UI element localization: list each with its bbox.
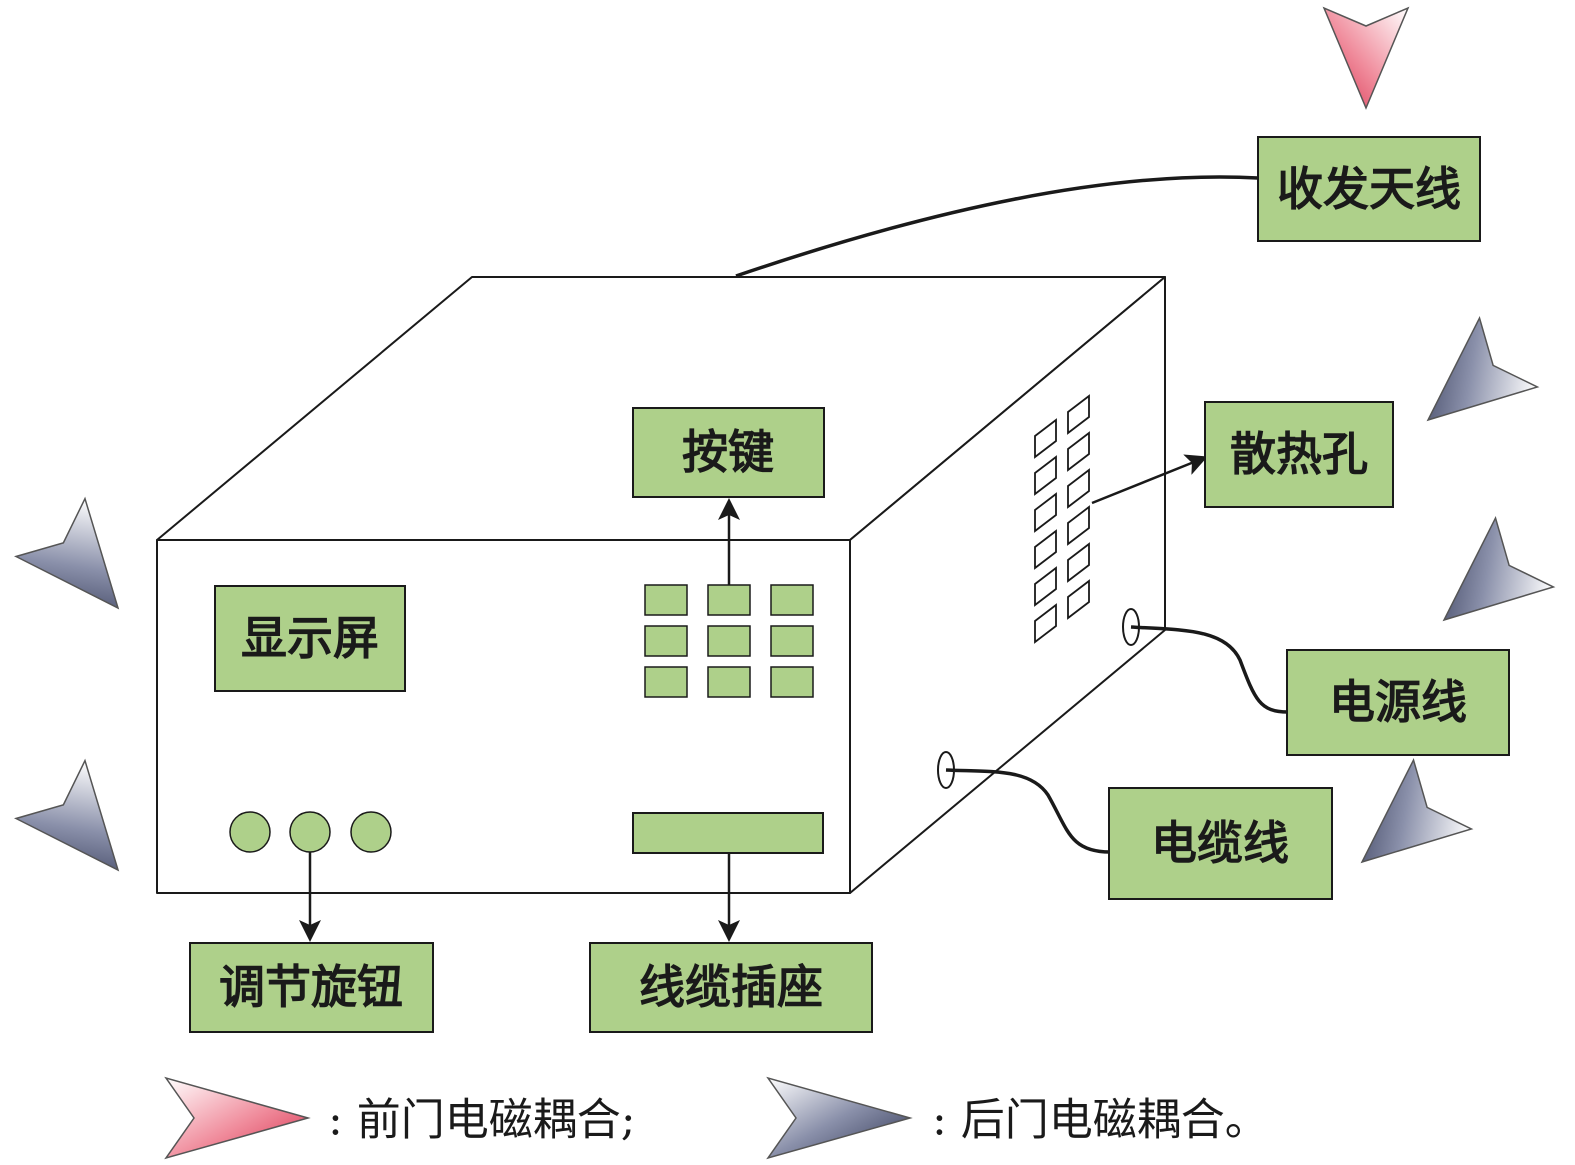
vent-column-left	[1034, 418, 1057, 644]
knob	[289, 811, 331, 853]
back-door-coupling-arrow	[13, 496, 120, 610]
legend: : 前门电磁耦合; : 后门电磁耦合。	[164, 1076, 1269, 1160]
label-knobs-text: 调节旋钮	[219, 960, 403, 1014]
vent-slot	[1067, 431, 1090, 472]
back-door-coupling-arrow	[1426, 315, 1540, 422]
back-door-coupling-arrow	[13, 758, 120, 872]
back-door-coupling-arrow	[1360, 757, 1474, 864]
vent-slot	[1034, 529, 1057, 570]
antenna-wire	[735, 175, 1259, 278]
adjustment-knobs	[229, 811, 392, 853]
label-buttons: 按键	[632, 407, 825, 498]
vent-slot	[1067, 468, 1090, 509]
key	[770, 666, 814, 698]
label-display-box	[214, 585, 406, 692]
label-knobs: 调节旋钮	[189, 942, 434, 1033]
label-display: 显示屏	[214, 585, 406, 692]
key	[770, 584, 814, 616]
vent-slot	[1034, 603, 1057, 644]
label-knobs-box	[189, 942, 434, 1033]
legend-front-door-arrow-icon	[164, 1076, 311, 1160]
front-door-coupling-arrow	[1322, 6, 1410, 110]
legend-back-door-text: : 后门电磁耦合。	[932, 1095, 1269, 1146]
label-buttons-text: 按键	[682, 425, 774, 479]
label-antenna: 收发天线	[1257, 136, 1481, 242]
label-power-cord-text: 电源线	[1329, 675, 1467, 729]
keypad	[644, 584, 814, 698]
label-antenna-text: 收发天线	[1277, 162, 1461, 216]
label-vents: 散热孔	[1204, 401, 1394, 508]
key	[770, 625, 814, 657]
label-cable: 电缆线	[1108, 787, 1333, 900]
key	[644, 666, 688, 698]
vent-slot	[1067, 394, 1090, 435]
label-display-text: 显示屏	[241, 611, 379, 665]
label-power-cord: 电源线	[1286, 649, 1510, 756]
back-door-coupling-arrow	[1442, 515, 1556, 622]
cable-wire	[945, 768, 1111, 854]
knob	[229, 811, 271, 853]
power-cord-wire	[1130, 625, 1289, 714]
key	[707, 584, 751, 616]
label-antenna-box	[1257, 136, 1481, 242]
vent-slot	[1034, 566, 1057, 607]
label-cable-socket-box	[589, 942, 873, 1033]
vents-pointer-arrow	[1091, 454, 1208, 505]
vent-slot	[1067, 542, 1090, 583]
vent-slot	[1034, 492, 1057, 533]
label-power-cord-box	[1286, 649, 1510, 756]
key	[707, 625, 751, 657]
key	[644, 625, 688, 657]
label-cable-box	[1108, 787, 1333, 900]
key	[644, 584, 688, 616]
legend-back-door-arrow-icon	[766, 1076, 913, 1160]
vent-slot	[1034, 418, 1057, 459]
cable-socket-bar	[632, 812, 824, 854]
legend-front-door-text: : 前门电磁耦合;	[328, 1095, 636, 1146]
label-cable-socket-text: 线缆插座	[639, 960, 823, 1014]
label-vents-text: 散热孔	[1230, 427, 1368, 481]
label-cable-socket: 线缆插座	[589, 942, 873, 1033]
key	[707, 666, 751, 698]
vent-slot	[1067, 505, 1090, 546]
label-buttons-box	[632, 407, 825, 498]
vent-holes	[1034, 394, 1090, 644]
label-cable-text: 电缆线	[1151, 816, 1289, 870]
vent-column-right	[1067, 394, 1090, 620]
label-vents-box	[1204, 401, 1394, 508]
vent-slot	[1034, 455, 1057, 496]
knob	[350, 811, 392, 853]
vent-slot	[1067, 579, 1090, 620]
